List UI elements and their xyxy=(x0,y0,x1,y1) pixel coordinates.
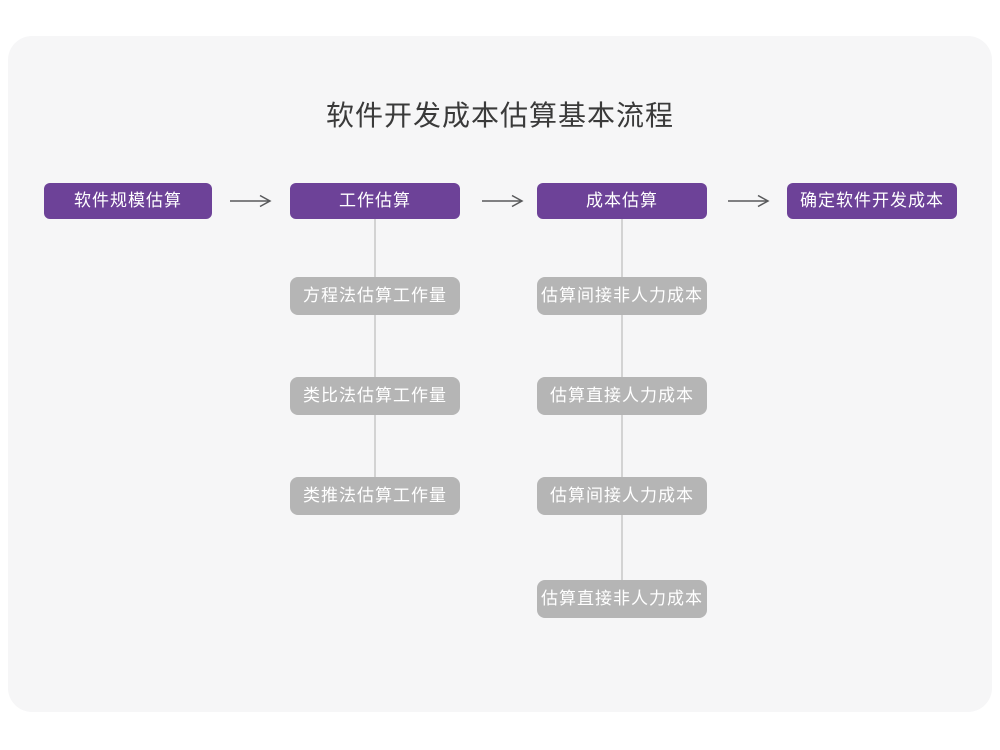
flow-arrow-icon xyxy=(728,194,770,208)
flow-step-cost-estimation: 成本估算 xyxy=(537,183,707,219)
connector-work-estimation-line xyxy=(374,219,376,515)
method-node-analogy: 类比法估算工作量 xyxy=(290,377,460,415)
flow-arrow-icon xyxy=(482,194,524,208)
method-node-extrapolation: 类推法估算工作量 xyxy=(290,477,460,515)
diagram-card xyxy=(8,36,992,712)
flow-step-determine-development-cost: 确定软件开发成本 xyxy=(787,183,957,219)
flow-arrow-icon xyxy=(230,194,272,208)
cost-node-indirect-labor: 估算间接人力成本 xyxy=(537,477,707,515)
cost-node-indirect-non-labor: 估算间接非人力成本 xyxy=(537,277,707,315)
flow-step-software-scale-estimation: 软件规模估算 xyxy=(44,183,212,219)
flow-step-work-estimation: 工作估算 xyxy=(290,183,460,219)
cost-node-direct-non-labor: 估算直接非人力成本 xyxy=(537,580,707,618)
method-node-equation: 方程法估算工作量 xyxy=(290,277,460,315)
cost-node-direct-labor: 估算直接人力成本 xyxy=(537,377,707,415)
diagram-title: 软件开发成本估算基本流程 xyxy=(325,100,674,131)
